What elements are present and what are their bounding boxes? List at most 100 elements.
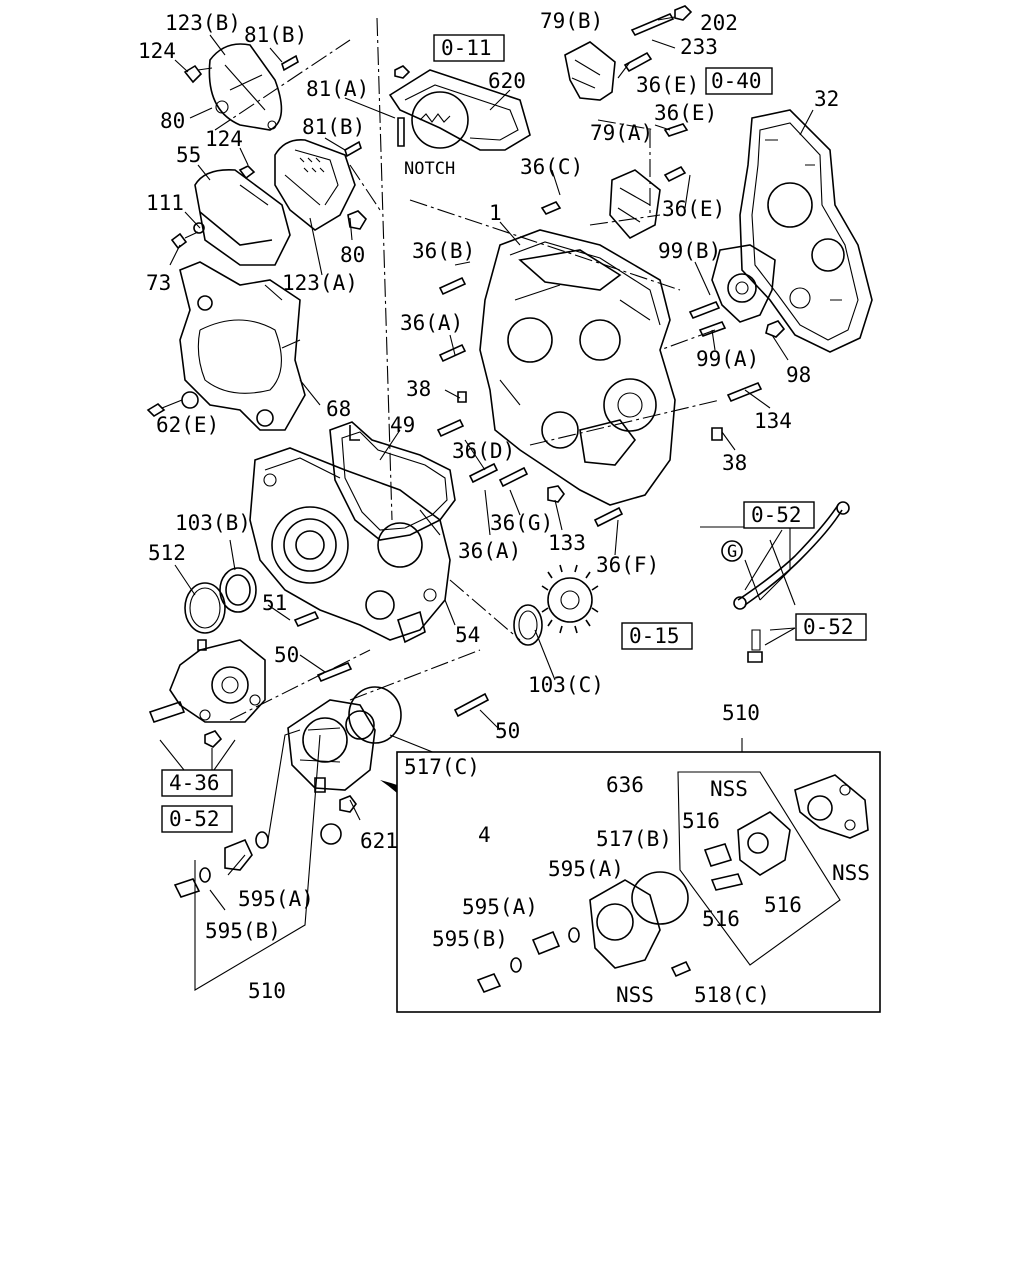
callout-label: 50: [274, 643, 299, 667]
section-ref-0-40: 0-40: [711, 69, 762, 93]
callout-label: 510: [722, 701, 760, 725]
part-cover-123b: [183, 43, 299, 131]
callout-label: 595(A): [462, 895, 538, 919]
callout-label: 517(B): [596, 827, 672, 851]
callout-label: NOTCH: [404, 159, 455, 179]
part-gasket-49: [329, 421, 456, 541]
callout-label: 36(A): [400, 311, 463, 335]
section-ref-boxes: [161, 34, 867, 833]
callout-label: 595(B): [432, 927, 508, 951]
callout-label: 50: [495, 719, 520, 743]
section-ref-0-52-pipe: 0-52: [751, 503, 802, 527]
callout-label: 54: [455, 623, 480, 647]
part-vacuum-pump-center: [287, 686, 402, 813]
part-bracket-79a: [540, 123, 689, 240]
callout-label: 55: [176, 143, 201, 167]
part-idler-99: [688, 244, 786, 338]
section-ref-box: [795, 613, 867, 641]
detail-box: [396, 751, 881, 1013]
callout-label: 68: [326, 397, 351, 421]
section-ref-0-52-left: 0-52: [169, 807, 220, 831]
callout-labels: 123(B) 124 81(B) 80 124 81(A) 81(B) 55 1…: [138, 9, 870, 1007]
section-ref-0-52-bolt: 0-52: [803, 615, 854, 639]
callout-label: 73: [146, 271, 171, 295]
callout-label: 518(C): [694, 983, 770, 1007]
part-cover-123a: [274, 138, 368, 231]
part-seal-512: [184, 582, 226, 634]
callout-label: 36(E): [654, 101, 717, 125]
callout-label: 1: [489, 201, 502, 225]
callout-label: 36(D): [452, 439, 515, 463]
callout-label: 80: [340, 243, 365, 267]
part-seal-103b: [219, 567, 257, 613]
callout-label: 510: [248, 979, 286, 1003]
callout-label: 621: [360, 829, 398, 853]
alignment-lines: [214, 17, 721, 961]
callout-label: 595(B): [205, 919, 281, 943]
section-ref-box: [161, 805, 233, 833]
part-gasket-620: [388, 65, 531, 151]
callout-label: 38: [406, 377, 431, 401]
part-studs: [293, 610, 490, 718]
callout-label: 516: [702, 907, 740, 931]
part-bracket-79b: [564, 5, 693, 101]
callout-label: NSS: [616, 983, 654, 1007]
callout-label: 32: [814, 87, 839, 111]
callout-label: 124: [205, 127, 243, 151]
callout-label: 51: [262, 591, 287, 615]
callout-label: 595(A): [238, 887, 314, 911]
section-ref-0-15: 0-15: [629, 624, 680, 648]
callout-label: 81(B): [302, 115, 365, 139]
part-plate-32: [739, 109, 873, 353]
callout-label: 512: [148, 541, 186, 565]
callout-label: 38: [722, 451, 747, 475]
section-ref-box: [161, 769, 233, 797]
callout-label: 516: [682, 809, 720, 833]
callout-label: 133: [548, 531, 586, 555]
callout-label: 636: [606, 773, 644, 797]
callout-label: 595(A): [548, 857, 624, 881]
callout-label: 62(E): [156, 413, 219, 437]
callout-label: 36(A): [458, 539, 521, 563]
callout-label: 124: [138, 39, 176, 63]
callout-label: 98: [786, 363, 811, 387]
callout-label: 111: [146, 191, 184, 215]
callout-label: 36(E): [662, 197, 725, 221]
callout-label: 4: [478, 823, 491, 847]
part-gear-case-1: [436, 229, 763, 528]
section-ref-box: [743, 501, 815, 529]
part-left-lower: [173, 831, 269, 898]
callout-label: 123(B): [165, 11, 241, 35]
g-marker-label: G: [727, 542, 737, 562]
part-pipe: [733, 501, 850, 663]
callout-label: 134: [754, 409, 792, 433]
part-seal-103c: [513, 604, 543, 646]
callout-label: 103(C): [528, 673, 604, 697]
callout-label: NSS: [710, 777, 748, 801]
callout-label: 233: [680, 35, 718, 59]
callout-label: NSS: [832, 861, 870, 885]
callout-label: 620: [488, 69, 526, 93]
callout-label: 79(B): [540, 9, 603, 33]
section-ref-4-36: 4-36: [169, 771, 220, 795]
callout-label: 36(F): [596, 553, 659, 577]
section-ref-labels: 0-11 0-40 0-52 0-52 0-15 4-36 0-52: [169, 36, 854, 831]
callout-label: 99(B): [658, 239, 721, 263]
callout-label: 99(A): [696, 347, 759, 371]
callout-label: 36(C): [520, 155, 583, 179]
callout-label: 202: [700, 11, 738, 35]
part-cover-55: [170, 165, 291, 266]
callout-label: 81(B): [244, 23, 307, 47]
part-housing-68: [146, 261, 306, 431]
callout-label: 36(B): [412, 239, 475, 263]
callout-label: 36(E): [636, 73, 699, 97]
g-markers: G: [320, 540, 743, 845]
part-vacuum-pump-left: [148, 639, 266, 748]
section-ref-box: [621, 622, 693, 650]
callout-label: 103(B): [175, 511, 251, 535]
callout-label: 517(C): [404, 755, 480, 779]
section-ref-box: [433, 34, 505, 62]
callout-label: 49: [390, 413, 415, 437]
part-timing-case-54: [249, 447, 451, 644]
